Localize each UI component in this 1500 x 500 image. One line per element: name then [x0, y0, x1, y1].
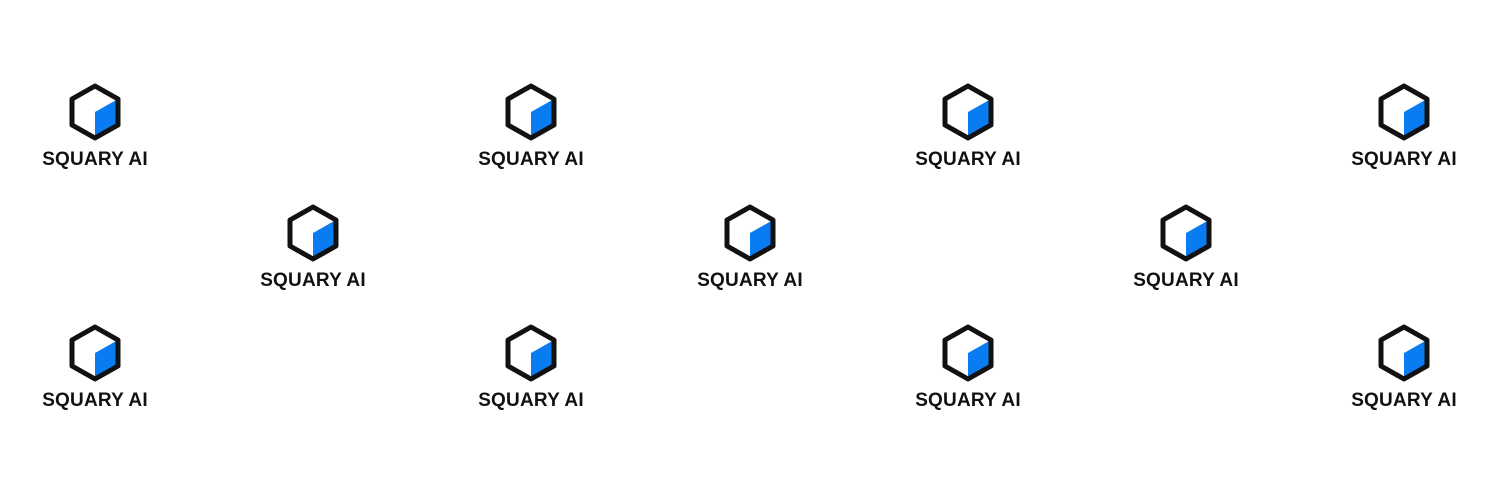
logo-tile: SQUARY AI [1334, 82, 1474, 182]
brand-name: SQUARY AI [260, 270, 366, 291]
brand-name: SQUARY AI [697, 270, 803, 291]
logo-tile: SQUARY AI [1116, 203, 1256, 303]
logo-tile: SQUARY AI [680, 203, 820, 303]
brand-name: SQUARY AI [1351, 390, 1457, 411]
brand-name: SQUARY AI [42, 390, 148, 411]
hexagon-cube-icon [942, 83, 994, 141]
hexagon-cube-icon [505, 83, 557, 141]
brand-name: SQUARY AI [915, 149, 1021, 170]
hexagon-cube-icon [942, 324, 994, 382]
hexagon-cube-icon [1378, 83, 1430, 141]
hexagon-cube-icon [69, 324, 121, 382]
brand-name: SQUARY AI [1351, 149, 1457, 170]
logo-tile: SQUARY AI [461, 82, 601, 182]
brand-name: SQUARY AI [42, 149, 148, 170]
hexagon-cube-icon [287, 204, 339, 262]
hexagon-cube-icon [1160, 204, 1212, 262]
logo-tile: SQUARY AI [898, 323, 1038, 423]
brand-name: SQUARY AI [915, 390, 1021, 411]
logo-tile: SQUARY AI [25, 323, 165, 423]
hexagon-cube-icon [1378, 324, 1430, 382]
hexagon-cube-icon [505, 324, 557, 382]
hexagon-cube-icon [69, 83, 121, 141]
logo-tile: SQUARY AI [898, 82, 1038, 182]
logo-tile: SQUARY AI [461, 323, 601, 423]
logo-tile: SQUARY AI [25, 82, 165, 182]
brand-name: SQUARY AI [478, 149, 584, 170]
logo-tile: SQUARY AI [1334, 323, 1474, 423]
brand-name: SQUARY AI [1133, 270, 1239, 291]
hexagon-cube-icon [724, 204, 776, 262]
brand-name: SQUARY AI [478, 390, 584, 411]
logo-tile: SQUARY AI [243, 203, 383, 303]
